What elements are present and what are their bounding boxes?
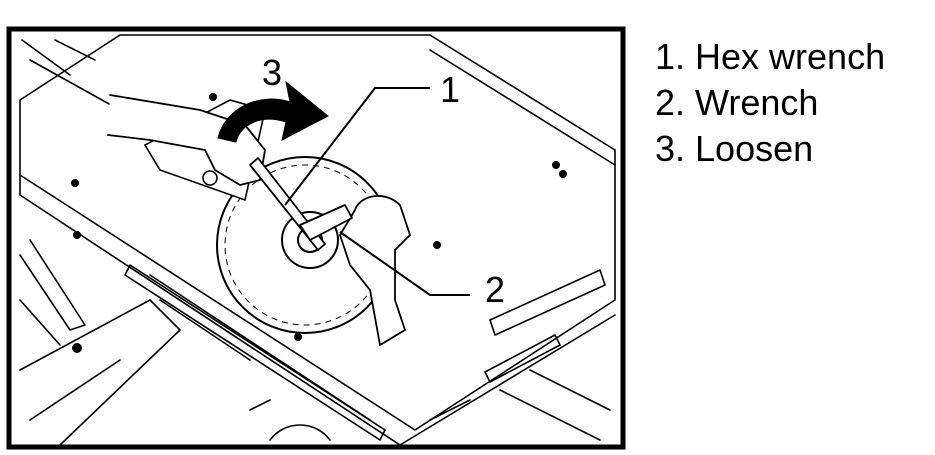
curved-rotation-arrow-icon [217, 80, 329, 143]
legend-item-hex-wrench: 1. Hex wrench [655, 36, 886, 77]
callout-loosen: 3 [262, 52, 282, 93]
legend: 1. Hex wrench 2. Wrench 3. Loosen [655, 34, 885, 172]
legend-item-loosen: 3. Loosen [655, 128, 814, 169]
saw-table-top [19, 34, 616, 431]
legend-item-wrench: 2. Wrench [655, 82, 819, 123]
wrench-icon [299, 204, 353, 241]
left-hand-glove [107, 94, 266, 186]
callout-line-2 [339, 231, 470, 296]
callout-hex-wrench: 1 [440, 69, 460, 110]
right-hand-glove [339, 195, 411, 346]
rip-fence-rail [124, 264, 386, 441]
callout-wrench: 2 [485, 269, 505, 310]
callout-line-1 [284, 87, 430, 206]
